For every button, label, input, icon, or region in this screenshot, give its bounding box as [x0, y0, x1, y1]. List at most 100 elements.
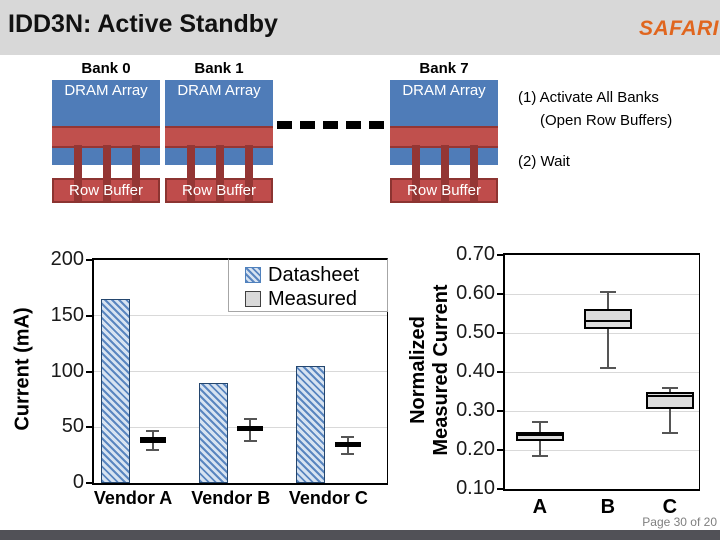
y-tick-mark: [86, 482, 94, 484]
row-buffer: Row Buffer: [165, 178, 273, 203]
bitline-bar: [74, 145, 82, 201]
gridline: [94, 315, 387, 317]
normalized-whisker-cap: [661, 387, 678, 390]
title-bar: IDD3N: Active Standby SAFARI: [0, 0, 720, 55]
row-buffer-label: Row Buffer: [69, 182, 143, 199]
x-category-label: A: [532, 496, 548, 518]
measured-swatch-icon: [245, 291, 261, 307]
y-tick-mark: [86, 259, 94, 261]
datasheet-swatch-icon: [245, 267, 261, 283]
dram-array: DRAM Array: [390, 80, 498, 165]
bank-7-diagram: Bank 7 DRAM Array Row Buffer: [390, 60, 498, 203]
y-tick-label: 0.70: [456, 243, 495, 265]
x-category-label: Vendor A: [93, 488, 173, 508]
y-tick-label: 200: [50, 248, 84, 270]
step-1-subtext: (Open Row Buffers): [540, 112, 673, 129]
y-tick-label: 0.10: [456, 477, 495, 499]
datasheet-bar: [100, 299, 130, 483]
normalized-whisker-cap: [661, 432, 678, 435]
y-tick-label: 0.50: [456, 321, 495, 343]
y-tick-mark: [86, 370, 94, 373]
bitline-bar: [103, 145, 111, 201]
dram-array-label: DRAM Array: [402, 82, 486, 99]
row-buffer-label: Row Buffer: [407, 182, 481, 199]
measured-whisker-cap: [146, 448, 160, 451]
gridline: [505, 293, 699, 295]
measured-whisker-cap: [146, 429, 160, 432]
normalized-median: [515, 434, 564, 437]
y-tick-label: 0.20: [456, 438, 495, 460]
step-2-text: (2) Wait: [518, 153, 570, 170]
bitline-bar: [216, 145, 224, 201]
dram-array-label: DRAM Array: [177, 82, 261, 99]
bitline-bar: [470, 145, 478, 201]
right-y-axis-title: Normalized Measured Current: [407, 284, 452, 456]
ellipsis-dashes-icon: [277, 121, 388, 129]
left-y-axis-title: Current (mA): [11, 307, 34, 431]
normalized-box: [515, 431, 564, 442]
y-tick-label: 0.40: [456, 360, 495, 382]
page-number: Page 30 of 20: [642, 515, 717, 529]
y-tick-mark: [86, 314, 94, 317]
y-tick-mark: [497, 293, 505, 295]
legend-item-datasheet: Datasheet: [245, 263, 387, 287]
bitline-bar: [132, 145, 140, 201]
datasheet-bar: [198, 382, 228, 483]
normalized-whisker-cap: [531, 454, 548, 457]
normalized-whisker-cap: [599, 291, 616, 294]
legend-item-measured: Measured: [245, 287, 387, 311]
bank-label: Bank 0: [81, 60, 131, 77]
measured-median: [334, 443, 361, 446]
row-buffer-label: Row Buffer: [182, 182, 256, 199]
y-tick-label: 100: [50, 359, 84, 382]
bank-label: Bank 1: [194, 60, 244, 77]
y-tick-mark: [497, 254, 505, 256]
x-category-label: C: [662, 496, 678, 518]
y-tick-mark: [497, 410, 505, 412]
bitline-bar: [412, 145, 420, 201]
normalized-whisker-cap: [599, 367, 616, 370]
gridline: [505, 410, 699, 412]
bitline-bar: [187, 145, 195, 201]
x-category-label: B: [600, 496, 616, 518]
measured-whisker-cap: [243, 439, 257, 442]
y-tick-mark: [86, 426, 94, 429]
normalized-whisker: [606, 292, 609, 369]
step-1-text: (1) Activate All Banks: [518, 89, 659, 106]
measured-whisker-cap: [243, 418, 257, 421]
measured-median: [139, 439, 166, 442]
bitline-bar: [441, 145, 449, 201]
gridline: [505, 371, 699, 373]
normalized-box: [583, 308, 632, 330]
gridline: [94, 371, 387, 372]
normalized-median: [645, 395, 694, 398]
measured-whisker-cap: [341, 453, 355, 455]
bank-label: Bank 7: [419, 60, 469, 77]
y-tick-label: 0: [72, 471, 84, 493]
y-tick-mark: [497, 371, 505, 373]
y-tick-label: 50: [61, 415, 84, 438]
x-category-label: Vendor B: [191, 488, 271, 508]
measured-whisker-cap: [341, 436, 355, 439]
y-tick-label: 0.60: [456, 282, 495, 304]
normalized-whisker: [668, 388, 671, 434]
page-title: IDD3N: Active Standby: [8, 10, 278, 38]
y-tick-label: 150: [50, 303, 84, 326]
normalized-median: [583, 320, 632, 323]
y-tick-mark: [497, 488, 505, 490]
normalized-whisker-cap: [531, 420, 548, 423]
chart-legend: Datasheet Measured: [228, 258, 388, 312]
bank-0-diagram: Bank 0 DRAM Array Row Buffer: [52, 60, 160, 203]
gridline: [505, 449, 699, 451]
row-buffer: Row Buffer: [390, 178, 498, 203]
bitline-bar: [245, 145, 253, 201]
legend-label-datasheet: Datasheet: [268, 263, 360, 286]
datasheet-bar: [296, 365, 326, 483]
safari-logo: SAFARI: [638, 17, 719, 40]
y-tick-mark: [497, 449, 505, 451]
y-tick-mark: [497, 332, 505, 334]
dram-array: DRAM Array: [165, 80, 273, 165]
